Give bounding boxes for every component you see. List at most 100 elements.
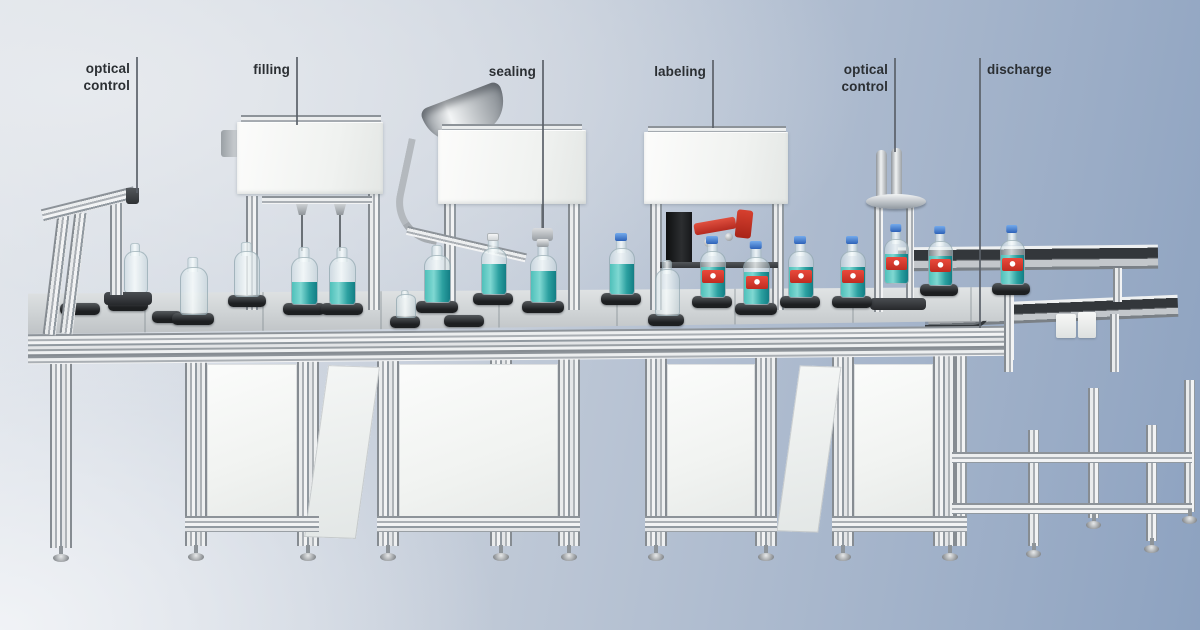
cabinet-bottom-rail (645, 516, 777, 532)
puck (832, 296, 872, 308)
leveling-foot (648, 545, 664, 561)
conveyor-post (1110, 314, 1119, 372)
cabinet-panel (854, 364, 933, 518)
cabinet-bottom-rail (832, 516, 967, 532)
leveling-foot (380, 545, 396, 561)
sensor-block (1078, 312, 1096, 338)
filling-tube (339, 215, 341, 251)
leveling-foot (188, 545, 204, 561)
bottle (609, 233, 635, 295)
filling-tube (301, 215, 303, 251)
puck (473, 293, 513, 305)
label-roller (725, 233, 733, 241)
nozzle-rail (262, 196, 372, 204)
filling-nozzle (296, 204, 308, 215)
station-post (772, 202, 784, 310)
filling-nozzle (334, 204, 346, 215)
puck (992, 283, 1030, 295)
inspection-ring (866, 194, 926, 209)
bottle (396, 290, 416, 318)
tower-base-plate (870, 298, 926, 310)
housing-top-rail (648, 126, 786, 133)
labeling-station-housing (644, 132, 788, 204)
puck (416, 301, 458, 313)
table-leg (377, 356, 399, 546)
table-end-cap (1004, 290, 1014, 360)
conveyor-post (1113, 268, 1122, 302)
cabinet-panel (207, 364, 297, 522)
puck (648, 314, 684, 326)
puck (522, 301, 564, 313)
leader-line-sealing (542, 60, 544, 228)
annotation-discharge: discharge (987, 62, 1052, 77)
sealing-station-housing (438, 130, 586, 204)
annotation-filling: filling (253, 62, 290, 77)
table-leg (832, 356, 854, 546)
annotation-sealing: sealing (488, 64, 536, 79)
bottle (424, 245, 451, 303)
table-leg (755, 356, 777, 546)
tower-post (874, 198, 883, 312)
frame-leg (1184, 380, 1195, 512)
table-leg (645, 356, 667, 546)
leveling-foot (300, 545, 316, 561)
frame-rail (952, 503, 1192, 514)
puck (601, 293, 641, 305)
leader-line-discharge (979, 58, 981, 328)
bottle (840, 236, 866, 298)
puck (920, 284, 958, 296)
bottle (655, 260, 680, 316)
puck (780, 296, 820, 308)
label-magazine (666, 212, 692, 262)
bottle (180, 257, 208, 315)
bottle (530, 239, 557, 303)
puck (735, 303, 777, 315)
leader-line-filling (296, 57, 298, 125)
sensor-block (1056, 314, 1076, 338)
table-leg (933, 356, 967, 546)
bottle (329, 247, 356, 305)
housing-top-rail (442, 124, 582, 131)
puck (692, 296, 732, 308)
puck (172, 313, 214, 325)
frame-leg (1146, 425, 1157, 541)
annotation-labeling: labeling (654, 64, 706, 79)
camera-sensor-head (126, 188, 139, 204)
bottle (481, 233, 507, 295)
gantry-post (110, 203, 123, 295)
cabinet-bottom-rail (377, 516, 580, 532)
puck (321, 303, 363, 315)
leveling-foot (835, 545, 851, 561)
table-leg (558, 356, 580, 546)
bottle (234, 242, 260, 297)
leader-line-optical-control-in (136, 57, 138, 193)
annotation-optical-control-out: optical control (841, 62, 888, 95)
cabinet-panel (667, 364, 755, 520)
leveling-foot (1086, 514, 1101, 529)
leveling-foot (1182, 509, 1197, 524)
tower-cylinder (891, 148, 902, 200)
bottle (928, 226, 953, 286)
leveling-foot (1144, 538, 1159, 553)
table-leg (50, 356, 72, 548)
leader-line-optical-control-out (894, 58, 896, 152)
leveling-foot (758, 545, 774, 561)
bottle (1000, 225, 1025, 285)
cabinet-panel (399, 364, 558, 520)
bottle (291, 247, 318, 305)
tower-post (906, 200, 914, 310)
frame-rail (952, 452, 1192, 463)
bottle (884, 224, 909, 284)
leveling-foot (493, 545, 509, 561)
puck (390, 316, 420, 328)
motor-block (221, 130, 240, 157)
cabinet-bottom-rail (185, 516, 319, 532)
gantry-base-plate (104, 292, 152, 305)
puck (444, 315, 484, 327)
leveling-foot (53, 546, 69, 562)
capper-head (532, 228, 553, 241)
label-applicator-arm (734, 209, 754, 239)
leveling-foot (561, 545, 577, 561)
station-post (368, 194, 380, 310)
